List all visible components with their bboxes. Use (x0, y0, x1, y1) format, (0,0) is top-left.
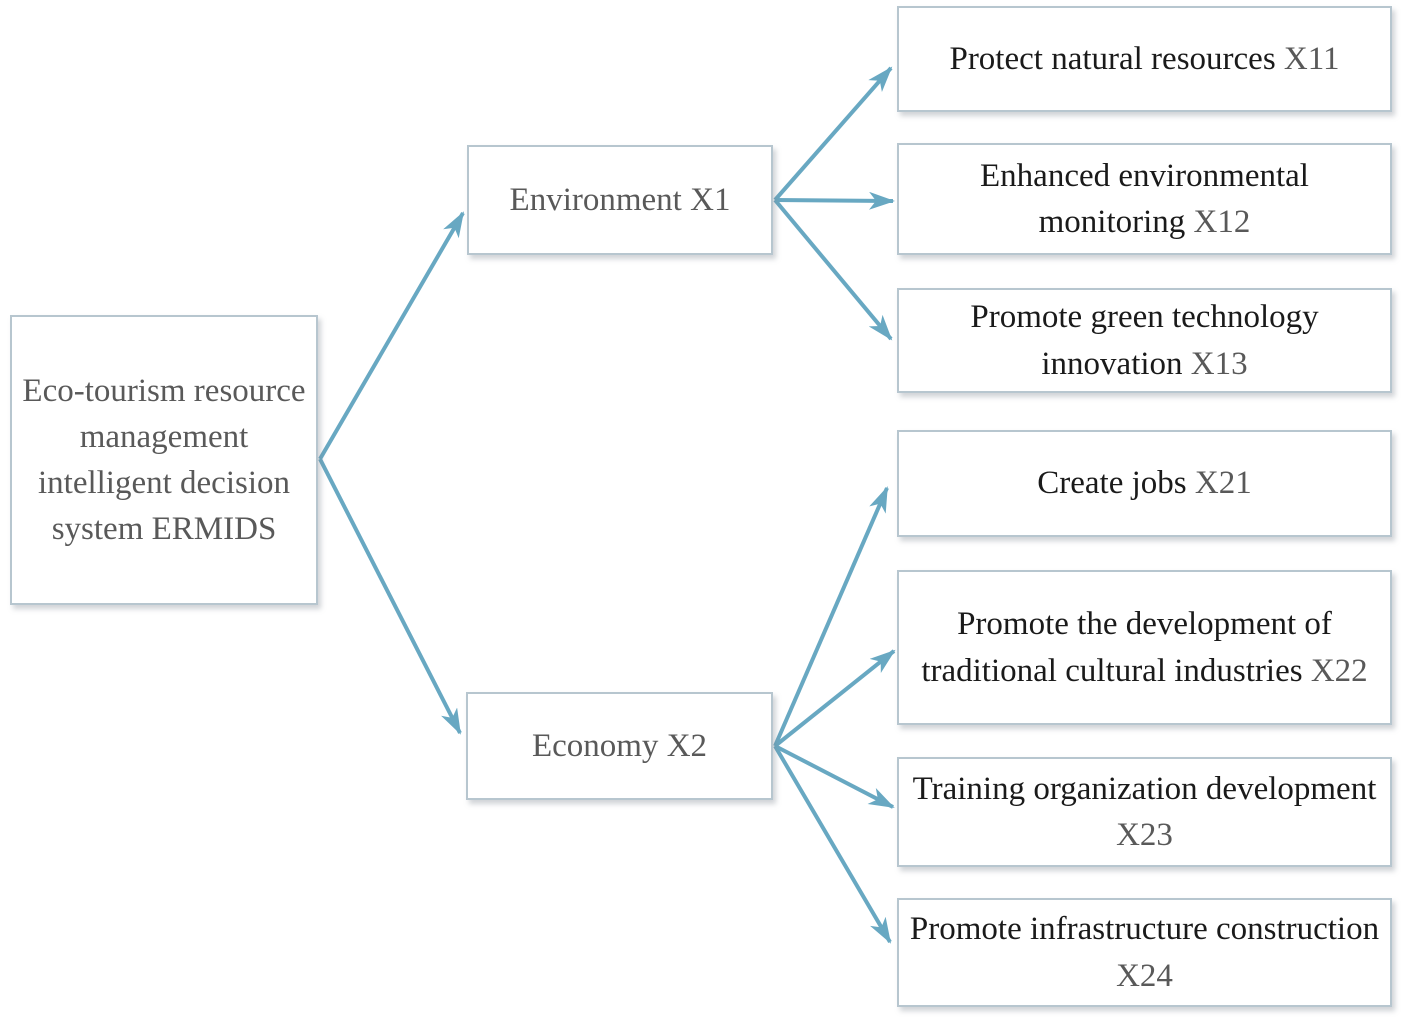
node-x23-training-organization-development: Training organization development X23 (897, 757, 1392, 867)
node-x13-text: Promote green technology innovation X13 (909, 294, 1380, 386)
node-x21-text: Create jobs X21 (909, 460, 1380, 506)
arrow-economy-to-x22 (773, 649, 896, 748)
node-x13-label: Promote green technology innovation (970, 299, 1319, 382)
node-root-text: Eco-tourism resource management intellig… (22, 368, 306, 553)
arrow-economy-to-x23 (774, 744, 895, 809)
node-x11-code: X11 (1283, 40, 1340, 77)
node-economy-label: Economy (531, 727, 659, 764)
node-x12-code: X12 (1193, 204, 1251, 240)
node-environment-label: Environment (509, 181, 682, 218)
node-x23-code: X23 (1116, 817, 1173, 853)
arrow-environment-to-x11 (773, 66, 893, 202)
node-economy-code: X2 (666, 727, 708, 764)
node-x13-code: X13 (1190, 345, 1248, 382)
node-x11-text: Protect natural resources X11 (909, 36, 1380, 82)
arrow-economy-to-x24 (773, 744, 892, 944)
node-x21-create-jobs: Create jobs X21 (897, 430, 1392, 537)
node-environment-x1: Environment X1 (467, 145, 773, 255)
arrow-economy-to-x21 (773, 486, 889, 747)
node-x23-label: Training organization development (912, 770, 1377, 807)
node-x22-label: Promote the development of traditional c… (921, 606, 1332, 689)
node-x24-label: Promote infrastructure construction (909, 911, 1380, 948)
node-x13-promote-green-technology-innovation: Promote green technology innovation X13 (897, 288, 1392, 393)
node-x12-label: Enhanced environmental monitoring (980, 157, 1309, 240)
arrow-root-to-economy (318, 458, 462, 735)
node-x11-protect-natural-resources: Protect natural resources X11 (897, 6, 1392, 112)
node-x23-text: Training organization development X23 (909, 766, 1380, 858)
node-economy-x2: Economy X2 (466, 692, 773, 800)
node-root-code: ERMIDS (151, 511, 277, 548)
arrow-environment-to-x12 (774, 191, 895, 210)
arrow-root-to-environment (318, 211, 465, 461)
node-x12-text: Enhanced environmental monitoring X12 (909, 153, 1380, 245)
node-x24-promote-infrastructure-construction: Promote infrastructure construction X24 (897, 898, 1392, 1007)
node-x11-label: Protect natural resources (949, 40, 1276, 77)
node-x22-code: X22 (1310, 652, 1368, 689)
node-x24-code: X24 (1116, 957, 1173, 994)
node-economy-text: Economy X2 (478, 723, 761, 769)
node-x22-traditional-cultural-industries: Promote the development of traditional c… (897, 570, 1392, 725)
node-root-label: Eco-tourism resource management intellig… (22, 372, 306, 548)
arrow-environment-to-x13 (773, 198, 893, 341)
node-environment-text: Environment X1 (479, 177, 761, 223)
node-root-ermids: Eco-tourism resource management intellig… (10, 315, 318, 605)
node-x12-enhanced-environmental-monitoring: Enhanced environmental monitoring X12 (897, 143, 1392, 255)
node-environment-code: X1 (690, 181, 731, 218)
node-x22-text: Promote the development of traditional c… (909, 601, 1380, 693)
node-x21-code: X21 (1194, 465, 1252, 502)
node-x21-label: Create jobs (1037, 465, 1187, 502)
node-x24-text: Promote infrastructure construction X24 (909, 906, 1380, 998)
